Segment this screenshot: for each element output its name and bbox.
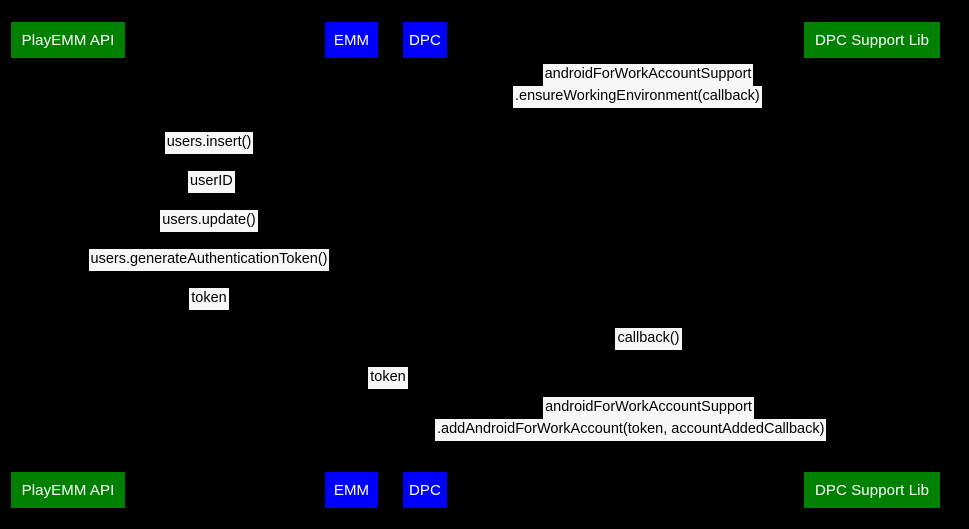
participant-label: DPC	[409, 31, 441, 49]
message-line-1: callback()	[615, 328, 682, 350]
participant-top-emm[interactable]: EMM	[325, 22, 378, 58]
participant-bottom-emm[interactable]: EMM	[325, 472, 378, 508]
participant-label: EMM	[333, 481, 370, 499]
message-line-1: token	[368, 367, 408, 389]
message-line-1: androidForWorkAccountSupport	[542, 64, 754, 86]
participant-bottom-dpc-support-lib[interactable]: DPC Support Lib	[804, 472, 940, 508]
message-token-second: token	[368, 367, 408, 389]
message-line-1: users.generateAuthenticationToken()	[88, 249, 330, 271]
message-users-insert: users.insert()	[162, 132, 256, 154]
participant-top-dpc[interactable]: DPC	[403, 22, 447, 58]
participant-top-playemm-api[interactable]: PlayEMM API	[11, 22, 125, 58]
message-user-id: userID	[188, 171, 235, 193]
message-add-android-for-work-account: androidForWorkAccountSupport .addAndroid…	[435, 397, 862, 441]
message-line-1: token	[189, 288, 229, 310]
message-line-1: userID	[188, 171, 235, 193]
message-users-update: users.update()	[157, 210, 261, 232]
message-token-first: token	[189, 288, 229, 310]
participant-label: EMM	[333, 31, 370, 49]
participant-label: PlayEMM API	[21, 31, 115, 49]
participant-label: DPC	[409, 481, 441, 499]
message-ensure-working-environment: androidForWorkAccountSupport .ensureWork…	[513, 64, 783, 108]
message-line-2: .addAndroidForWorkAccount(token, account…	[435, 419, 827, 441]
participant-bottom-playemm-api[interactable]: PlayEMM API	[11, 472, 125, 508]
participant-label: DPC Support Lib	[814, 481, 930, 499]
message-generate-authentication-token: users.generateAuthenticationToken()	[78, 249, 340, 271]
participant-top-dpc-support-lib[interactable]: DPC Support Lib	[804, 22, 940, 58]
message-line-2: .ensureWorkingEnvironment(callback)	[513, 86, 762, 108]
participant-label: DPC Support Lib	[814, 31, 930, 49]
participant-label: PlayEMM API	[21, 481, 115, 499]
message-line-1: users.insert()	[164, 132, 254, 154]
message-line-1: users.update()	[160, 210, 258, 232]
message-callback: callback()	[613, 328, 684, 350]
message-line-1: androidForWorkAccountSupport	[543, 397, 754, 419]
participant-bottom-dpc[interactable]: DPC	[403, 472, 447, 508]
